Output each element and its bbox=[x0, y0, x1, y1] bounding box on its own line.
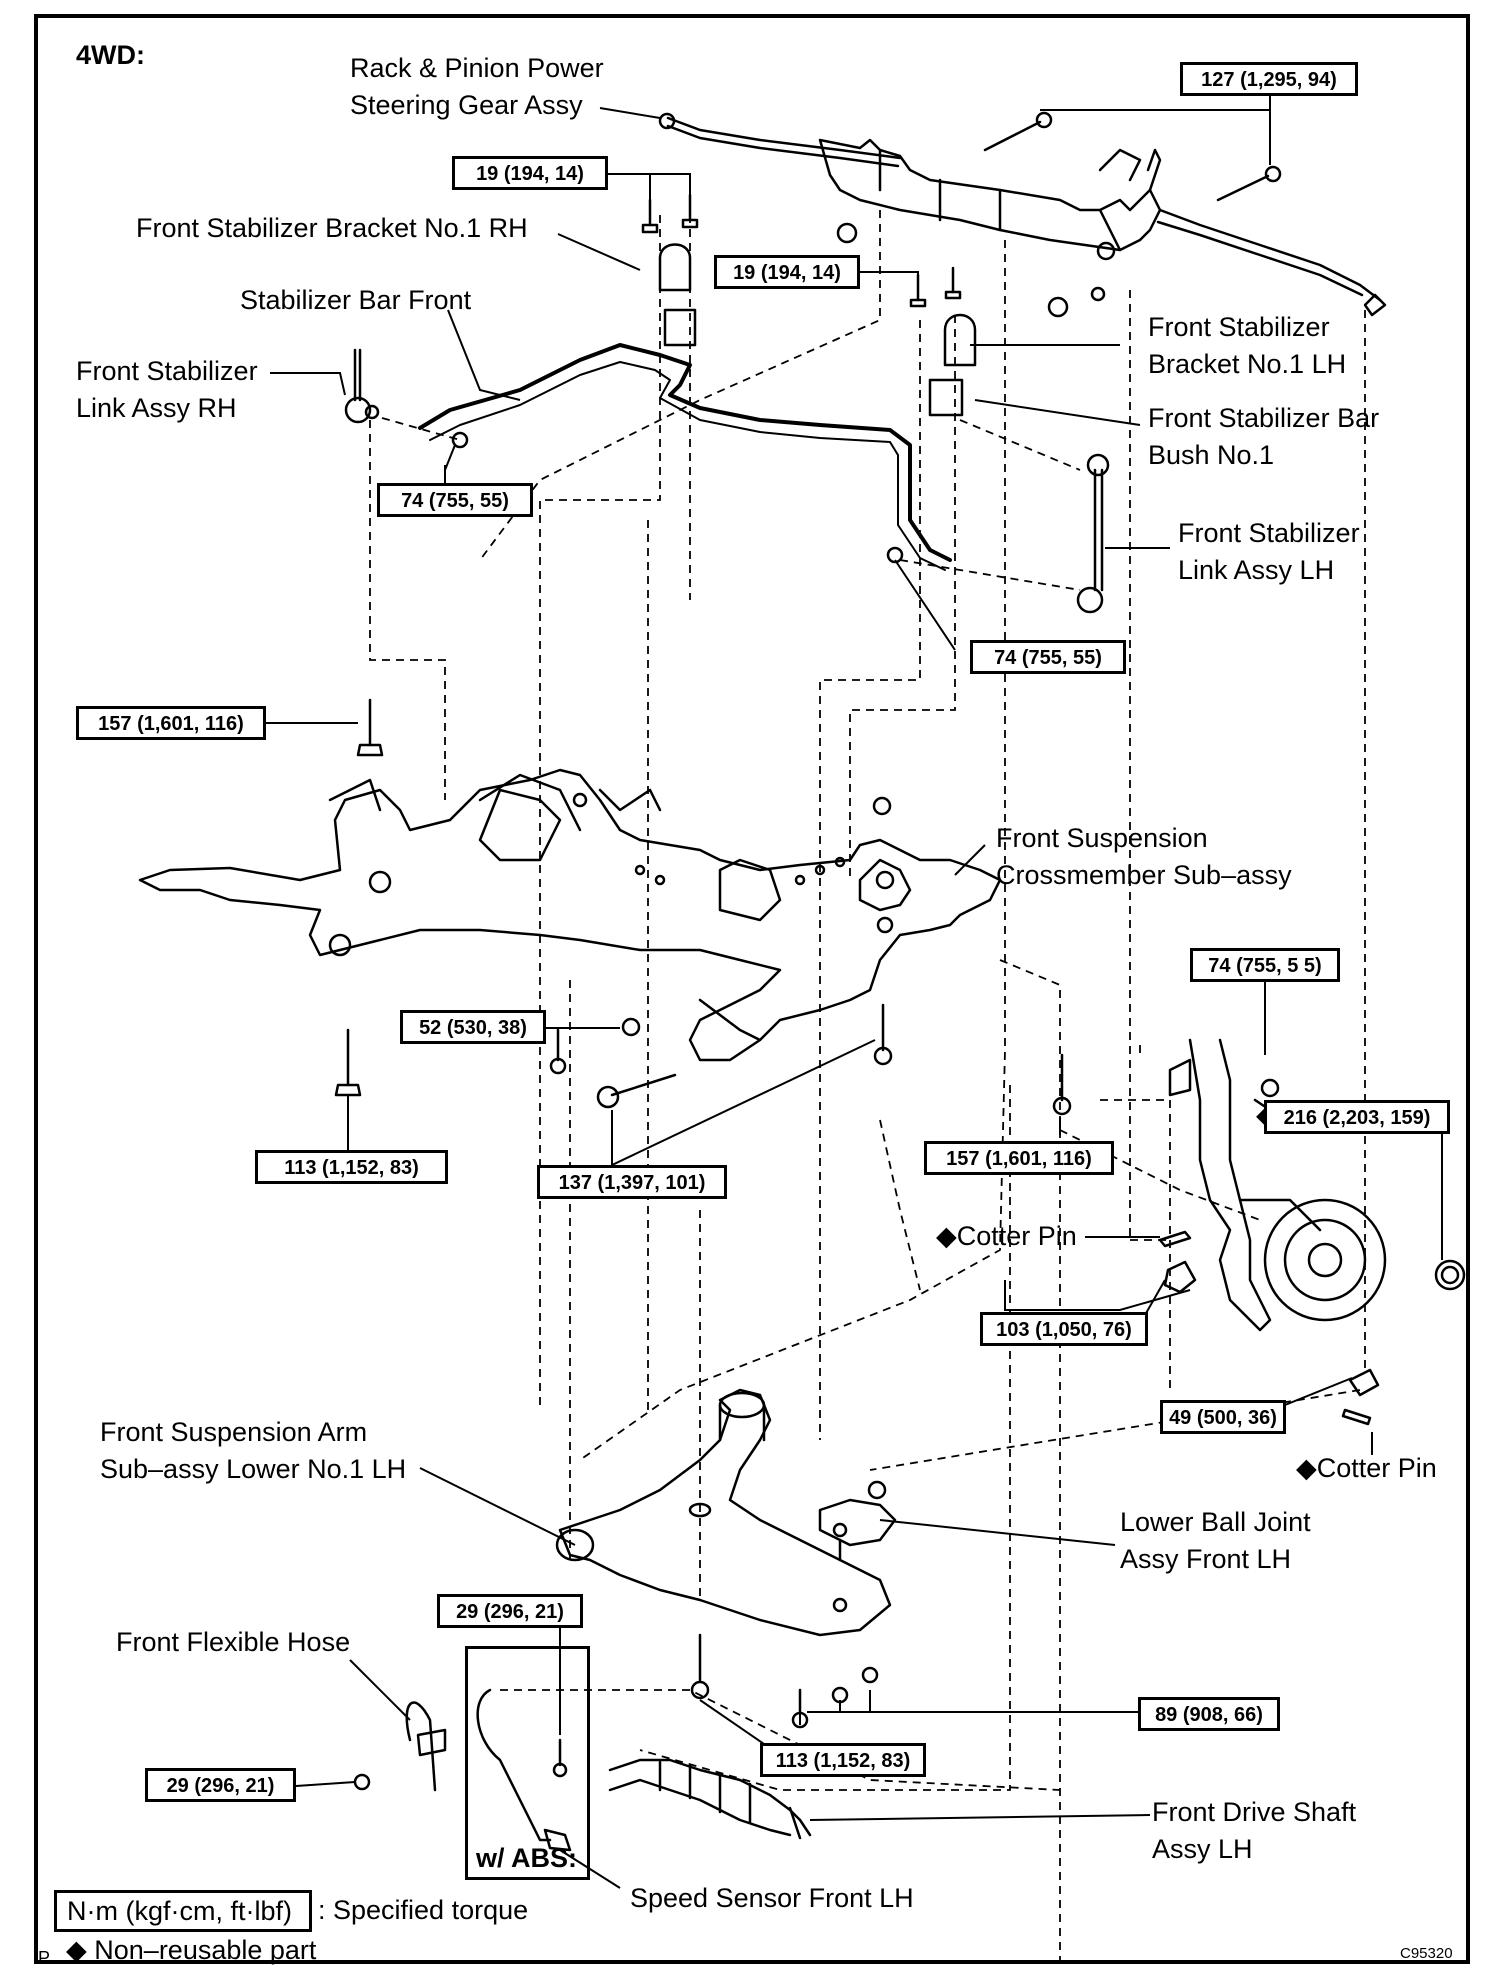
footer-page-marker: P bbox=[38, 1948, 51, 1968]
label-cotter-pin-2: ◆Cotter Pin bbox=[1296, 1453, 1437, 1483]
label-rack-pinion: Rack & Pinion Power Steering Gear Assy bbox=[350, 50, 604, 124]
torque-113-crossmember: 113 (1,152, 83) bbox=[255, 1150, 448, 1184]
abs-label: w/ ABS: bbox=[476, 1843, 577, 1873]
torque-137: 137 (1,397, 101) bbox=[537, 1165, 727, 1199]
torque-29-hose: 29 (296, 21) bbox=[145, 1768, 296, 1802]
label-link-rh-line2: Link Assy RH bbox=[76, 393, 237, 423]
label-stab-bar: Stabilizer Bar Front bbox=[240, 285, 472, 315]
torque-29-sensor: 29 (296, 21) bbox=[437, 1594, 583, 1628]
label-link-lh: Front Stabilizer Link Assy LH bbox=[1178, 515, 1360, 589]
footer-figure-code: C95320 bbox=[1400, 1945, 1453, 1962]
torque-127: 127 (1,295, 94) bbox=[1180, 62, 1358, 96]
label-link-rh-line1: Front Stabilizer bbox=[76, 356, 258, 386]
torque-74-rh: 74 (755, 55) bbox=[377, 483, 533, 517]
label-crossmember-line1: Front Suspension bbox=[996, 823, 1208, 853]
label-bracket-lh-line1: Front Stabilizer bbox=[1148, 312, 1330, 342]
legend-unit-box: N·m (kgf·cm, ft·lbf) bbox=[54, 1890, 312, 1932]
legend-nonreusable: ◆ Non–reusable part bbox=[66, 1935, 317, 1965]
legend-unit-desc: : Specified torque bbox=[318, 1895, 529, 1925]
abs-box bbox=[465, 1646, 590, 1880]
label-flex-hose: Front Flexible Hose bbox=[116, 1627, 351, 1657]
torque-49: 49 (500, 36) bbox=[1160, 1400, 1286, 1434]
label-rack-pinion-line2: Steering Gear Assy bbox=[350, 90, 583, 120]
label-ball-joint: Lower Ball Joint Assy Front LH bbox=[1120, 1504, 1311, 1578]
label-link-lh-line1: Front Stabilizer bbox=[1178, 518, 1360, 548]
steering-rack-shape bbox=[658, 112, 1387, 317]
torque-74-knuckle: 74 (755, 5 5) bbox=[1190, 948, 1340, 982]
torque-157-knuckle: 157 (1,601, 116) bbox=[924, 1141, 1114, 1175]
bracket-bolts-shape bbox=[641, 193, 962, 308]
knuckle-hub-shape bbox=[1168, 1038, 1466, 1332]
label-drive-shaft: Front Drive Shaft Assy LH bbox=[1152, 1794, 1356, 1868]
lower-arm-shape bbox=[555, 1388, 892, 1637]
crossmember-shape bbox=[138, 768, 1002, 1062]
label-link-lh-line2: Link Assy LH bbox=[1178, 555, 1335, 585]
label-bracket-lh: Front Stabilizer Bracket No.1 LH bbox=[1148, 309, 1346, 383]
brackets-shape bbox=[658, 243, 977, 417]
crossmember-bolts-shape bbox=[334, 698, 1072, 1116]
label-bracket-rh: Front Stabilizer Bracket No.1 RH bbox=[136, 213, 528, 243]
torque-89: 89 (908, 66) bbox=[1138, 1697, 1280, 1731]
stab-links-shape bbox=[344, 348, 1110, 614]
rack-bolts-shape bbox=[836, 111, 1282, 318]
torque-113-arm: 113 (1,152, 83) bbox=[760, 1743, 926, 1777]
label-ball-joint-line2: Assy Front LH bbox=[1120, 1544, 1292, 1574]
label-rack-pinion-line1: Rack & Pinion Power bbox=[350, 53, 604, 83]
label-link-rh: Front Stabilizer Link Assy RH bbox=[76, 353, 258, 427]
torque-157-top: 157 (1,601, 116) bbox=[76, 706, 266, 740]
label-lower-arm-line2: Sub–assy Lower No.1 LH bbox=[100, 1454, 407, 1484]
ball-joint-shape bbox=[818, 1480, 897, 1562]
label-speed-sensor: Speed Sensor Front LH bbox=[630, 1883, 914, 1913]
torque-19-lh: 19 (194, 14) bbox=[714, 255, 860, 289]
label-bar-bush-line2: Bush No.1 bbox=[1148, 440, 1275, 470]
torque-103: 103 (1,050, 76) bbox=[980, 1312, 1148, 1346]
label-crossmember-line2: Crossmember Sub–assy bbox=[996, 860, 1292, 890]
hose-sensor-shape bbox=[353, 1688, 572, 1852]
cotter-nuts-shape bbox=[1158, 1230, 1380, 1426]
torque-19-rh: 19 (194, 14) bbox=[452, 156, 608, 190]
torque-216: 216 (2,203, 159) bbox=[1264, 1100, 1450, 1134]
label-bar-bush: Front Stabilizer Bar Bush No.1 bbox=[1148, 400, 1379, 474]
drive-shaft-shape bbox=[608, 1758, 812, 1840]
diagram-frame bbox=[34, 14, 1470, 1964]
variant-heading: 4WD: bbox=[76, 40, 145, 70]
label-ball-joint-line1: Lower Ball Joint bbox=[1120, 1507, 1311, 1537]
label-cotter-pin-1: ◆Cotter Pin bbox=[936, 1221, 1077, 1251]
label-bracket-lh-line2: Bracket No.1 LH bbox=[1148, 349, 1347, 379]
label-drive-shaft-line1: Front Drive Shaft bbox=[1152, 1797, 1357, 1827]
label-lower-arm: Front Suspension Arm Sub–assy Lower No.1… bbox=[100, 1414, 406, 1488]
label-drive-shaft-line2: Assy LH bbox=[1152, 1834, 1253, 1864]
torque-74-lh: 74 (755, 55) bbox=[970, 640, 1126, 674]
label-lower-arm-line1: Front Suspension Arm bbox=[100, 1417, 368, 1447]
torque-52: 52 (530, 38) bbox=[400, 1010, 546, 1044]
label-bar-bush-line1: Front Stabilizer Bar bbox=[1148, 403, 1380, 433]
label-crossmember: Front Suspension Crossmember Sub–assy bbox=[996, 820, 1292, 894]
stabilizer-bar-shape bbox=[418, 343, 952, 571]
